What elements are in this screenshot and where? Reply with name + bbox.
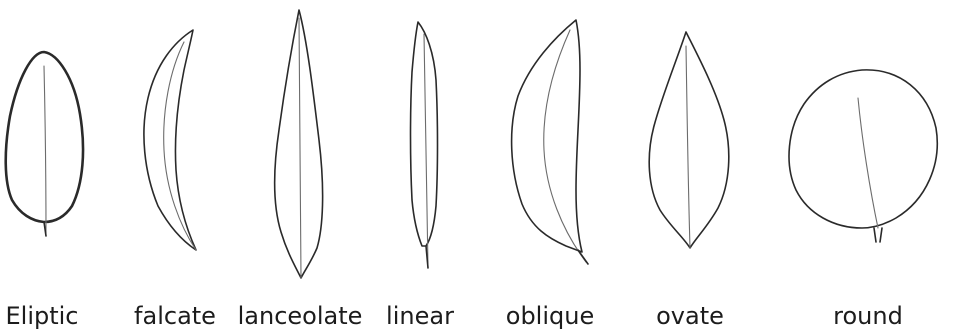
leaf-ovate: ovate: [620, 0, 760, 328]
falcate-leaf-outline: [144, 30, 196, 250]
round-leaf-midrib: [858, 98, 878, 228]
round-leaf-outline: [789, 70, 937, 228]
eliptic-leaf-midrib: [44, 66, 46, 236]
leaf-lanceolate: lanceolate: [235, 0, 365, 328]
round-leaf-petiole: [874, 228, 882, 242]
eliptic-leaf-drawing: [0, 0, 100, 328]
leaf-linear: linear: [370, 0, 470, 328]
leaf-label-linear: linear: [386, 304, 454, 328]
ovate-leaf-midrib: [686, 46, 690, 248]
round-leaf-drawing: [770, 0, 957, 328]
lanceolate-leaf-drawing: [235, 0, 365, 328]
leaf-oblique: oblique: [470, 0, 620, 328]
leaf-label-eliptic: Eliptic: [5, 304, 78, 328]
linear-leaf-midrib: [424, 34, 428, 268]
lanceolate-leaf-outline: [275, 10, 323, 278]
leaf-eliptic: Eliptic: [0, 0, 100, 328]
leaf-round: round: [770, 0, 957, 328]
oblique-leaf-petiole: [578, 250, 588, 264]
leaf-label-oblique: oblique: [506, 304, 594, 328]
leaf-label-round: round: [833, 304, 903, 328]
leaf-label-falcate: falcate: [134, 304, 216, 328]
leaf-label-lanceolate: lanceolate: [238, 304, 363, 328]
ovate-leaf-drawing: [620, 0, 760, 328]
falcate-leaf-midrib: [164, 42, 196, 250]
lanceolate-leaf-midrib: [299, 18, 301, 278]
leaf-label-ovate: ovate: [656, 304, 724, 328]
linear-leaf-drawing: [370, 0, 470, 328]
falcate-leaf-drawing: [100, 0, 250, 328]
oblique-leaf-drawing: [470, 0, 620, 328]
oblique-leaf-outline: [512, 20, 582, 252]
leaf-falcate: falcate: [100, 0, 250, 328]
